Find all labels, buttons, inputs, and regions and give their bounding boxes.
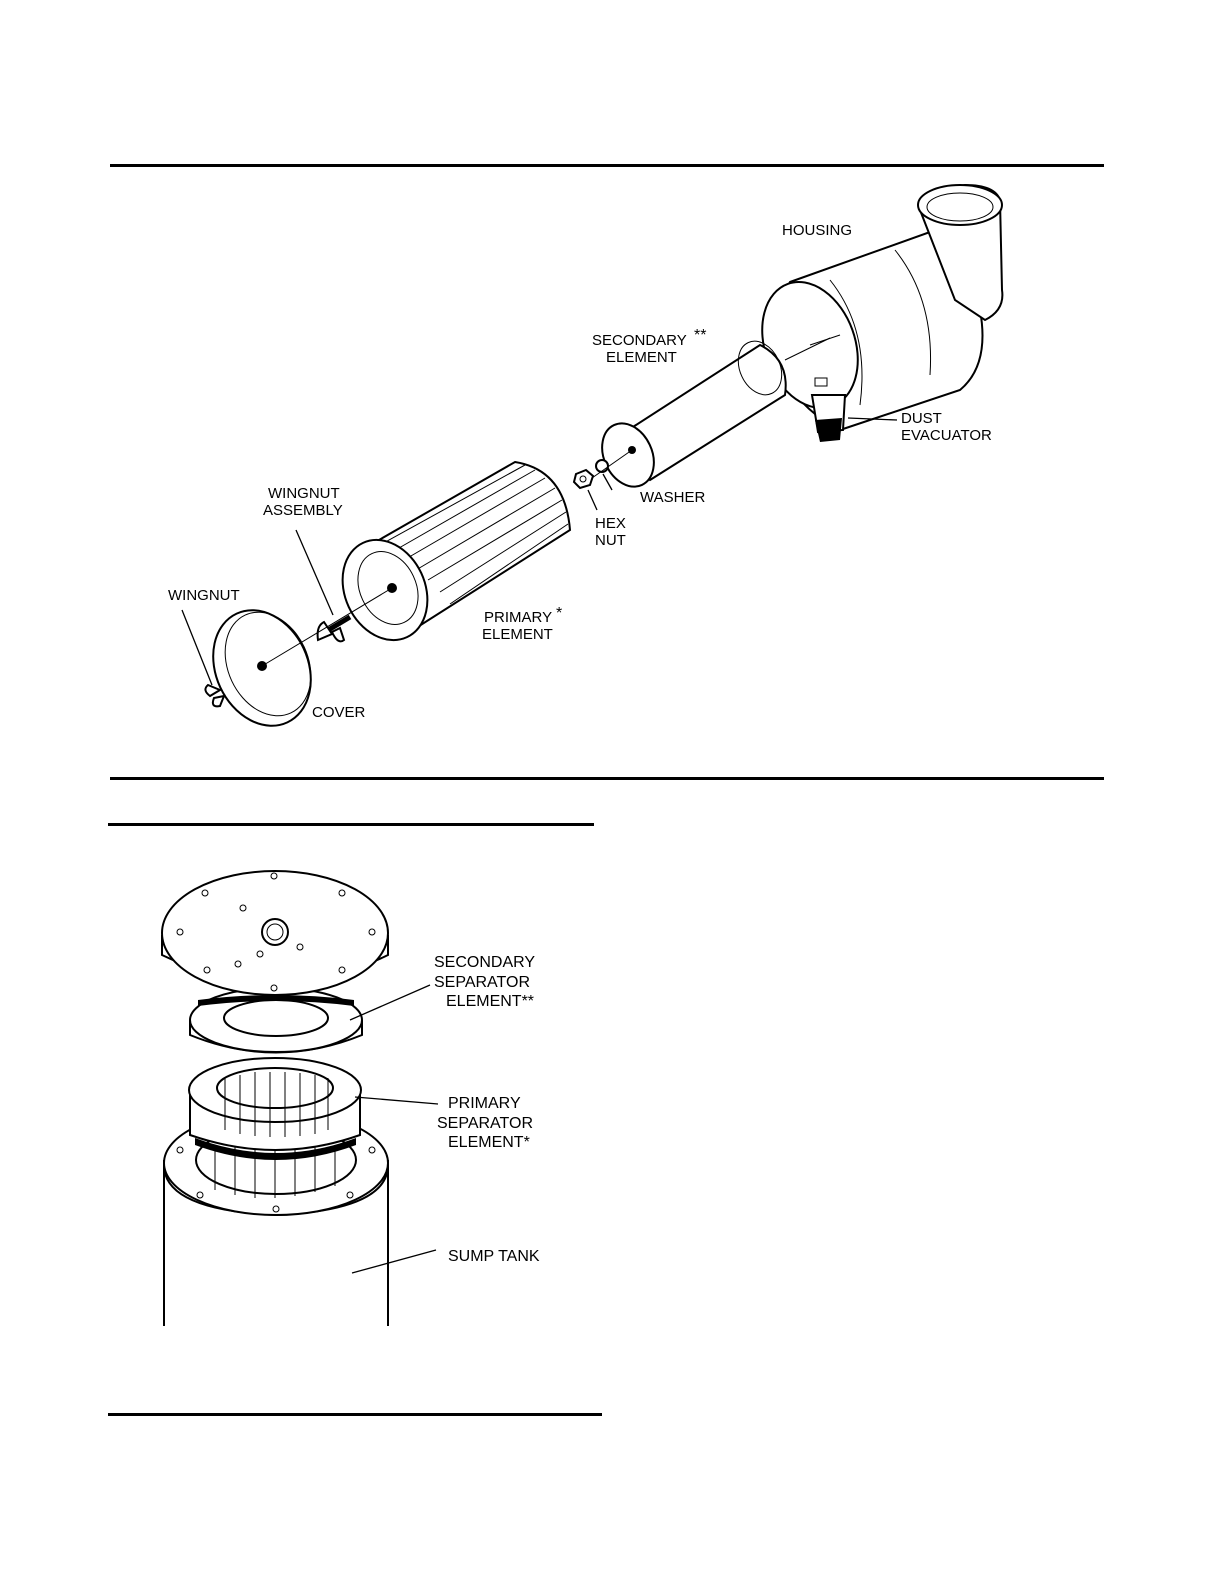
washer: [596, 460, 608, 472]
label-wingnut-assembly-line2: ASSEMBLY: [263, 502, 343, 519]
label-secondary-separator-line2: SEPARATOR: [434, 974, 530, 991]
label-primary-separator-line2: SEPARATOR: [437, 1115, 533, 1132]
cover: [195, 594, 329, 742]
label-primary-element-star: *: [556, 605, 562, 622]
label-primary-element-line2: ELEMENT: [482, 626, 553, 643]
label-hex-nut-line2: NUT: [595, 532, 626, 549]
label-wingnut: WINGNUT: [168, 587, 240, 604]
label-primary-separator-line1: PRIMARY: [448, 1095, 521, 1112]
label-secondary-separator-line3: ELEMENT**: [446, 993, 534, 1010]
separator-assembly-view: [162, 871, 438, 1326]
label-hex-nut-line1: HEX: [595, 515, 626, 532]
label-washer: WASHER: [640, 489, 705, 506]
label-primary-separator-line3: ELEMENT*: [448, 1134, 530, 1151]
secondary-separator-element: [190, 988, 362, 1053]
air-cleaner-exploded-view: [182, 185, 1002, 742]
label-wingnut-assembly-line1: WINGNUT: [268, 485, 340, 502]
label-primary-element-line1: PRIMARY: [484, 609, 552, 626]
dust-evacuator-valve: [812, 395, 845, 442]
label-secondary-element-line2: ELEMENT: [606, 349, 677, 366]
label-secondary-separator-line1: SECONDARY: [434, 954, 535, 971]
label-sump-tank: SUMP TANK: [448, 1248, 540, 1265]
label-secondary-element-line1: SECONDARY: [592, 332, 687, 349]
label-dust-evacuator-line1: DUST: [901, 410, 942, 427]
hex-nut: [574, 470, 593, 488]
label-dust-evacuator-line2: EVACUATOR: [901, 427, 992, 444]
separator-head-plate: [162, 871, 388, 995]
label-cover: COVER: [312, 704, 366, 721]
label-secondary-element-star: **: [694, 327, 706, 344]
label-housing: HOUSING: [782, 222, 852, 239]
